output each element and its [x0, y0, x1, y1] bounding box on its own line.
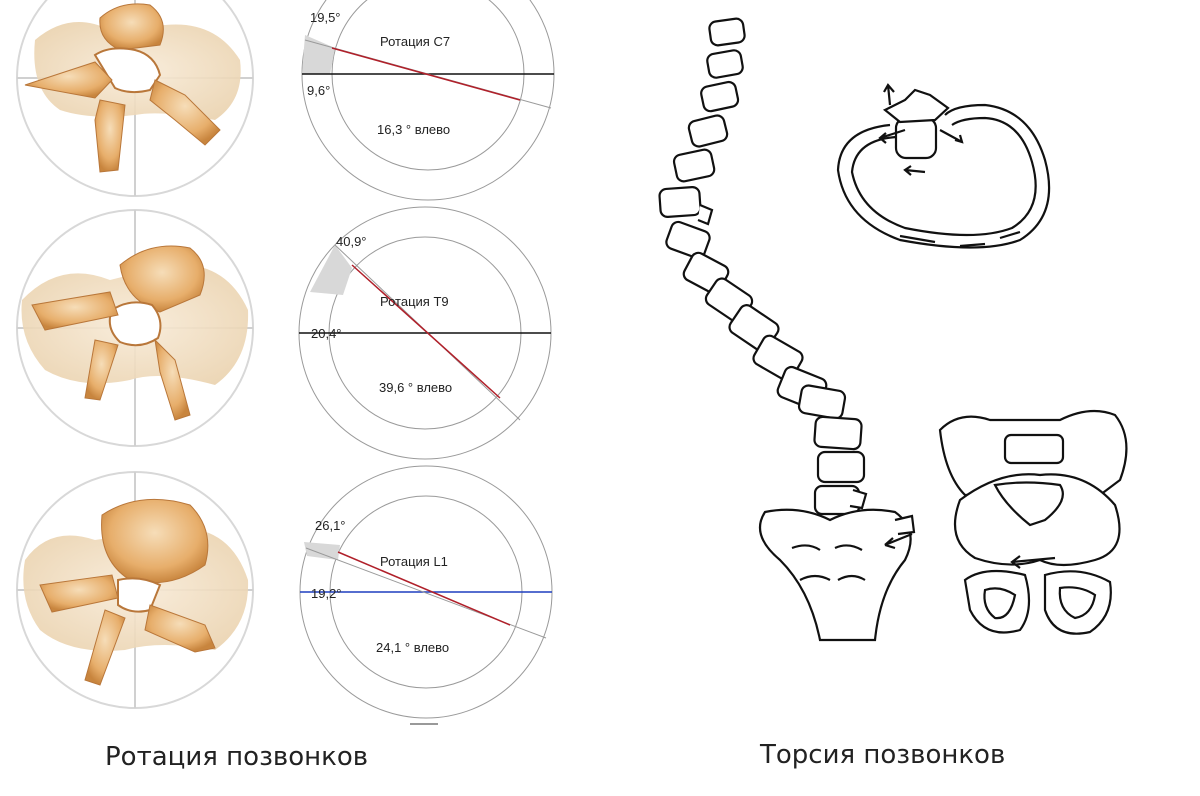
gauge-result-c7: 16,3 ° влево — [377, 122, 450, 137]
gauge-top-angle-l1: 26,1° — [315, 518, 346, 533]
rotation-caption: Ротация позвонков — [105, 742, 369, 772]
rotation-gauge-t9: Ротация T9 40,9° 20,4° 39,6 ° влево — [298, 206, 552, 460]
gauge-title-t9: Ротация T9 — [380, 294, 449, 309]
gauge-top-angle-t9: 40,9° — [336, 234, 367, 249]
vertebra-illustration-l1 — [16, 471, 254, 709]
vertebra-illustration-t9 — [16, 209, 254, 447]
rotation-gauge-l1: Ротация L1 26,1° 19,2° 24,1 ° влево — [299, 465, 553, 719]
gauge-result-t9: 39,6 ° влево — [379, 380, 452, 395]
gauge-bottom-angle-l1: 19,2° — [311, 586, 342, 601]
gauge-bottom-angle-c7: 9,6° — [307, 83, 330, 98]
gauge-result-l1: 24,1 ° влево — [376, 640, 449, 655]
rotation-gauge-c7: Ротация C7 19,5° 9,6° 16,3 ° влево — [301, 0, 555, 201]
torsion-caption: Торсия позвонков — [760, 740, 1006, 770]
gauge-title-l1: Ротация L1 — [380, 554, 448, 569]
vertebra-illustration-c7 — [16, 0, 254, 197]
gauge-title-c7: Ротация C7 — [380, 34, 450, 49]
gauge-bottom-angle-t9: 20,4° — [311, 326, 342, 341]
torsion-vertebra-drawing — [938, 409, 1128, 635]
gauge-top-angle-c7: 19,5° — [310, 10, 341, 25]
scoliosis-spine-drawing — [658, 17, 916, 642]
torsion-rib-ring-drawing — [836, 83, 1051, 249]
